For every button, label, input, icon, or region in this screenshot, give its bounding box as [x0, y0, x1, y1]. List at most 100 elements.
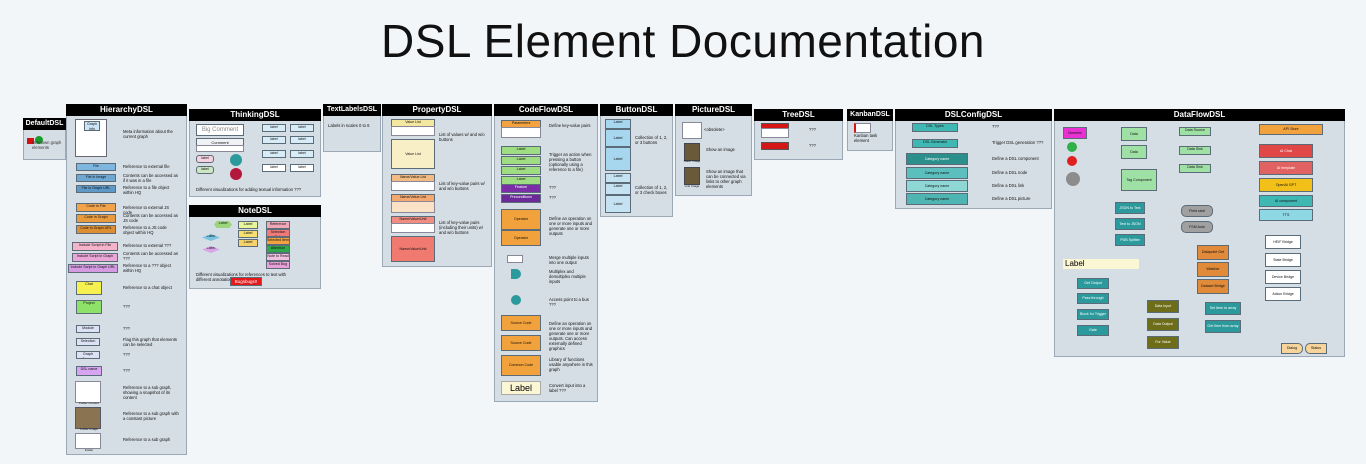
- note-colored-1[interactable]: Reference: [266, 221, 290, 229]
- fsm-auto[interactable]: FSM Auto: [1181, 221, 1213, 233]
- watcher[interactable]: Watcher: [1197, 262, 1229, 277]
- note-colored-6[interactable]: Solved Bug: [266, 261, 290, 269]
- value-list-2[interactable]: Value List: [391, 139, 435, 169]
- dsl-name-item[interactable]: DSL name: [76, 366, 102, 376]
- note-colored-4[interactable]: Attention Item: [266, 245, 290, 253]
- file-item[interactable]: File: [76, 163, 116, 171]
- label-pill-2[interactable]: label: [196, 166, 214, 174]
- tts[interactable]: TTS: [1259, 209, 1313, 221]
- include-graph-item[interactable]: Include Script in Graph: [72, 253, 118, 262]
- preconditions-node[interactable]: Preconditions: [501, 194, 541, 203]
- tag-component[interactable]: Tag Component: [1121, 169, 1157, 191]
- label-box-8[interactable]: label: [290, 164, 314, 172]
- note-colored-3[interactable]: Selected Item: [266, 237, 290, 245]
- bug-note[interactable]: Bugsbugs!!: [230, 277, 262, 286]
- data-input[interactable]: Data Input: [1147, 300, 1179, 313]
- data-output[interactable]: Data Output: [1147, 318, 1179, 331]
- device-bridge[interactable]: Device Bridge: [1265, 270, 1301, 284]
- category-link[interactable]: Category name: [906, 180, 968, 192]
- note-box-2[interactable]: Label: [238, 230, 258, 238]
- folder-item[interactable]: [75, 433, 101, 449]
- api-store[interactable]: API Store: [1259, 124, 1323, 135]
- block-for-trigger[interactable]: Block for Trigger: [1077, 309, 1109, 320]
- gate[interactable]: Gate: [1077, 325, 1109, 336]
- tree-node-2[interactable]: [761, 142, 789, 150]
- label-box-3[interactable]: label: [262, 136, 286, 144]
- obsolete-picture[interactable]: [682, 122, 702, 139]
- label-circle-1[interactable]: [230, 154, 242, 166]
- folder-image-item[interactable]: [75, 407, 101, 429]
- graph-source-item[interactable]: Graph Source: [76, 351, 100, 359]
- folder-content-item[interactable]: [75, 381, 101, 403]
- checkbox-3[interactable]: Label: [605, 195, 631, 213]
- code-file-item[interactable]: Code in File: [76, 203, 116, 212]
- source-code-1[interactable]: Source Code: [501, 315, 541, 331]
- operator-node-2[interactable]: Operator: [501, 230, 541, 246]
- dataflow-label[interactable]: Label: [1063, 259, 1139, 269]
- ai-template[interactable]: AI template: [1259, 161, 1313, 175]
- source-code-2[interactable]: Source Code: [501, 335, 541, 351]
- data-node-1[interactable]: Data: [1121, 127, 1147, 141]
- note-box-3[interactable]: Label: [238, 239, 258, 247]
- openai-gpt[interactable]: OpenAI GPT: [1259, 178, 1313, 192]
- note-box-1[interactable]: Label: [238, 221, 258, 229]
- text-to-json[interactable]: Text to JSON: [1115, 218, 1145, 230]
- checkbox-1[interactable]: Label: [605, 173, 631, 183]
- source-green-circle[interactable]: [1067, 142, 1077, 152]
- source-gray-circle[interactable]: [1066, 172, 1080, 186]
- static-image[interactable]: [684, 143, 700, 161]
- code-graph-url-item[interactable]: Code in Graph URL: [76, 225, 116, 234]
- dialog-node[interactable]: Dialog: [1281, 343, 1303, 354]
- label-converter[interactable]: Label: [501, 381, 541, 395]
- checkbox-2[interactable]: Label: [605, 183, 631, 195]
- selection-item[interactable]: Selection: [76, 338, 100, 346]
- operator-node-1[interactable]: Operator: [501, 209, 541, 230]
- file-image-item[interactable]: File in Image: [76, 174, 116, 182]
- button-2[interactable]: Label: [605, 129, 631, 147]
- merge-node[interactable]: [507, 255, 523, 263]
- label-circle-2[interactable]: [230, 168, 242, 180]
- note-colored-2[interactable]: Selection Only: [266, 229, 290, 237]
- json-to-text[interactable]: JSON to Text: [1115, 202, 1145, 214]
- category-component[interactable]: Category name: [906, 153, 968, 165]
- file-graph-item[interactable]: File in Graph URL: [76, 185, 116, 193]
- big-comment[interactable]: Big Comment: [196, 124, 244, 136]
- button-3[interactable]: Label: [605, 147, 631, 171]
- bus-access-node[interactable]: [511, 295, 521, 305]
- note-hex-3[interactable]: Label: [202, 246, 220, 253]
- data-node-2[interactable]: Data: [1121, 145, 1147, 159]
- chat-item[interactable]: Chat: [76, 281, 102, 295]
- label-box-1[interactable]: label: [262, 124, 286, 132]
- label-box-7[interactable]: label: [262, 164, 286, 172]
- category-picture[interactable]: Category name: [906, 193, 968, 205]
- dsl-generator-node[interactable]: DSL Generator: [912, 139, 958, 148]
- label-box-5[interactable]: label: [262, 150, 286, 158]
- pass-through[interactable]: Pass through: [1077, 293, 1109, 304]
- mux-node[interactable]: [511, 269, 521, 279]
- numeric-source[interactable]: Numeric Source: [1063, 127, 1087, 139]
- label-box-4[interactable]: label: [290, 136, 314, 144]
- status-node[interactable]: Status: [1305, 343, 1327, 354]
- dsl-types-node[interactable]: DSL Types: [912, 123, 958, 132]
- source-red-circle[interactable]: [1067, 156, 1077, 166]
- label-button-3[interactable]: Label: [501, 166, 541, 175]
- label-button-1[interactable]: Label: [501, 146, 541, 155]
- project-item[interactable]: Project: [76, 300, 102, 314]
- field-start[interactable]: Field start: [1181, 205, 1213, 217]
- category-node[interactable]: Category name: [906, 167, 968, 179]
- state-bridge[interactable]: State Bridge: [1265, 253, 1301, 267]
- ai-chat[interactable]: AI Chat: [1259, 144, 1313, 158]
- include-graph-url-item[interactable]: Include Script in Graph URL: [68, 264, 118, 273]
- label-pill-1[interactable]: label: [196, 155, 214, 163]
- data-sink-node-2[interactable]: Data Sink: [1179, 164, 1211, 173]
- dataset-bridge[interactable]: Dataset Bridge: [1197, 279, 1229, 294]
- common-code[interactable]: Common Code: [501, 355, 541, 376]
- pdb-splitter[interactable]: PDB Splitter: [1115, 234, 1145, 246]
- code-graph-item[interactable]: Code in Graph: [76, 214, 116, 223]
- note-hex-2[interactable]: Label: [202, 234, 220, 241]
- note-colored-5[interactable]: Note to Read: [266, 253, 290, 261]
- ai-component[interactable]: AI component: [1259, 195, 1313, 207]
- label-button-2[interactable]: Label: [501, 156, 541, 165]
- note-hex-1[interactable]: Label: [214, 221, 232, 228]
- include-file-item[interactable]: Include Script in File: [72, 242, 118, 251]
